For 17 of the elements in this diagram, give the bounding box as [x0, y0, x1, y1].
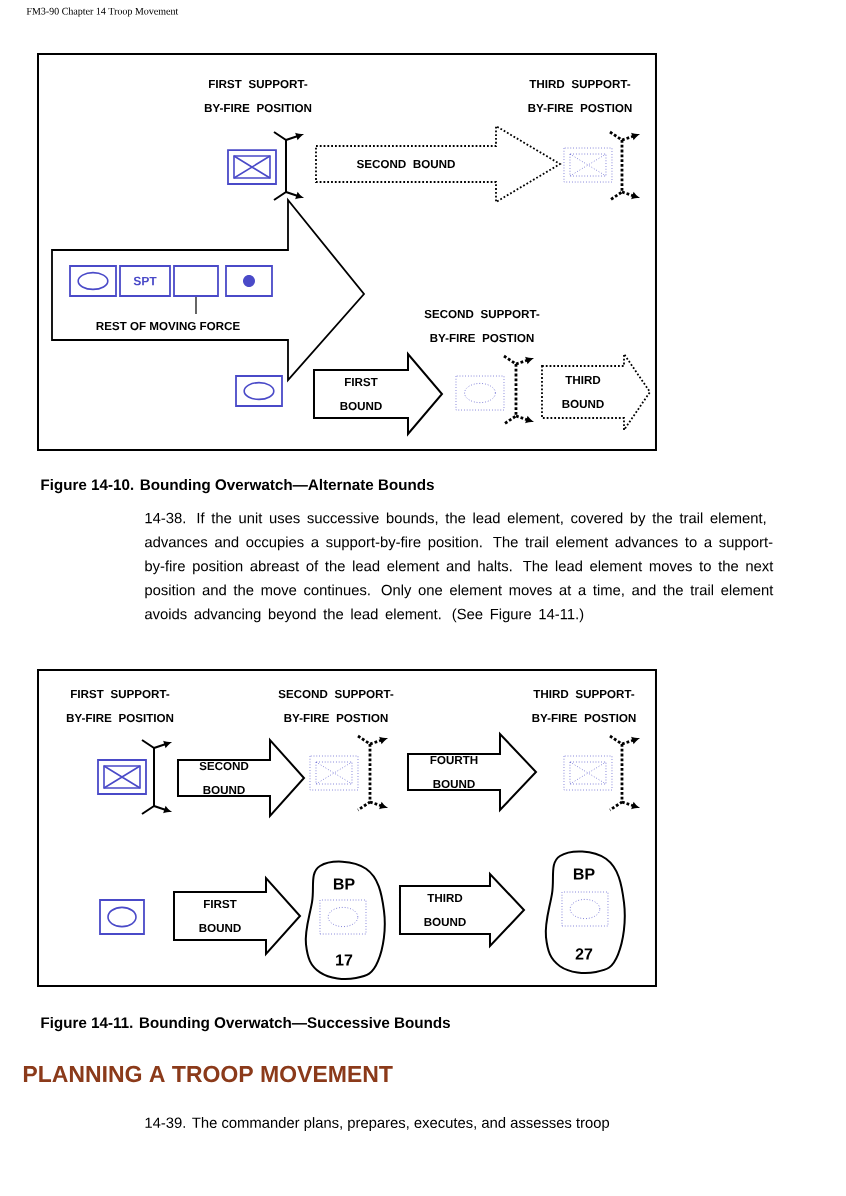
section-heading: PLANNING A TROOP MOVEMENT	[23, 1065, 393, 1083]
unit-symbol	[561, 891, 609, 927]
block-arrow	[407, 731, 538, 813]
unit-symbol	[225, 265, 273, 297]
block-arrow	[313, 351, 444, 437]
unit-symbol	[319, 899, 367, 935]
block-arrow	[177, 737, 306, 819]
unit-symbol	[69, 265, 117, 297]
battle-position: BP 17	[304, 860, 386, 980]
block-arrow	[315, 124, 562, 204]
block-arrow	[399, 871, 526, 949]
unit-symbol	[235, 375, 283, 407]
battle-position: BP 27	[544, 850, 626, 974]
unit-symbol	[173, 265, 219, 297]
unit-symbol	[99, 899, 145, 935]
block-arrow	[541, 351, 652, 433]
block-arrow	[173, 875, 302, 957]
